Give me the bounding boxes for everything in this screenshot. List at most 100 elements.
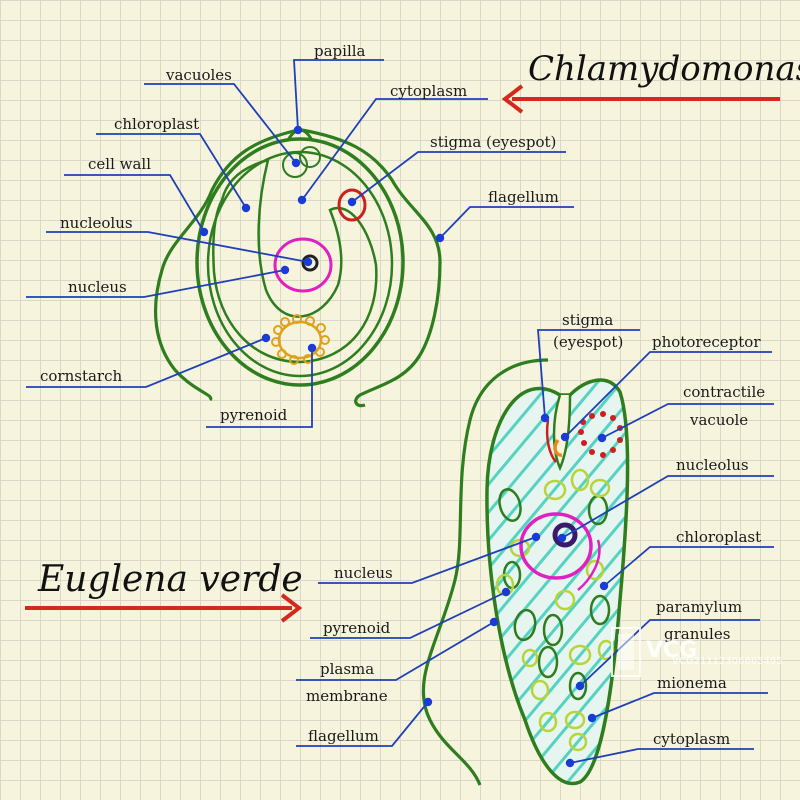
leader-eug-photoreceptor — [564, 351, 772, 438]
chlamy-chloroplast — [212, 158, 378, 364]
leader-dot-eug-stigma — [540, 413, 550, 423]
euglena-nucleolus — [552, 522, 578, 548]
leader-dot-eug-contractile — [597, 433, 607, 443]
chlamydomonas-cell — [153, 128, 442, 408]
euglena-label-eyespot: (eyespot) — [553, 333, 624, 351]
euglena-label-plasma: plasma — [320, 660, 375, 678]
chlamy-label-pyrenoid: pyrenoid — [220, 406, 288, 424]
leader-dot-eug-mionema — [587, 713, 597, 723]
leader-chloroplast — [96, 133, 247, 209]
leader-eug-nucleolus — [561, 475, 774, 539]
leader-pyrenoid — [206, 348, 313, 428]
euglena-chloroplasts — [498, 488, 611, 701]
leader-dot-eug-photoreceptor — [560, 432, 570, 442]
leader-cytoplasm — [301, 98, 488, 201]
leader-eug-mionema — [591, 692, 768, 719]
leader-papilla — [293, 59, 384, 131]
leader-dot-flagellum — [435, 233, 445, 243]
leader-eug-paramylum — [579, 619, 760, 687]
euglena-mionema — [577, 539, 601, 591]
leader-dot-eug-flagellum — [423, 697, 433, 707]
euglena-label-membrane: membrane — [306, 687, 388, 705]
chlamy-label-vacuoles: vacuoles — [166, 66, 232, 84]
chlamy-label-papilla: papilla — [314, 42, 366, 60]
chlamy-cell-inner — [206, 150, 394, 378]
chlamy-label-cytoplasm: cytoplasm — [390, 82, 468, 100]
leader-nucleolus — [46, 231, 309, 263]
leader-dot-nucleolus — [303, 257, 313, 267]
chlamy-label-cell-wall: cell wall — [88, 155, 152, 173]
euglena-label-photoreceptor: photoreceptor — [652, 333, 761, 351]
chlamy-label-chloroplast: chloroplast — [114, 115, 200, 133]
chlamy-label-stigma: stigma (eyespot) — [430, 133, 557, 151]
euglena-label-contractile: contractile — [683, 383, 766, 401]
leader-dot-eug-pyrenoid — [501, 587, 511, 597]
watermark-logo — [611, 627, 641, 677]
watermark-logo-text: VCG — [646, 638, 698, 663]
euglena-arrow — [25, 593, 303, 623]
chlamy-nucleus — [273, 237, 333, 293]
euglena-label-nucleus: nucleus — [334, 564, 393, 582]
leader-eug-stigma — [537, 329, 640, 419]
leader-dot-eug-plasma — [489, 617, 499, 627]
euglena-label-stigma: stigma — [562, 311, 614, 329]
leader-dot-papilla — [293, 125, 303, 135]
leader-eug-nucleus — [318, 536, 537, 584]
leader-nucleus — [26, 269, 286, 298]
leader-dot-stigma — [347, 197, 357, 207]
chlamy-cornstarch-granules — [271, 314, 330, 365]
chlamy-flagellum-left — [153, 128, 299, 402]
chlamy-label-nucleus: nucleus — [68, 278, 127, 296]
chlamydomonas-arrow — [501, 84, 780, 114]
euglena-gullet — [552, 394, 572, 472]
chlamy-vacuole-1 — [282, 152, 308, 178]
watermark-id: VCG21112306665495 — [672, 656, 783, 667]
euglena-label-vacuole: vacuole — [690, 411, 749, 429]
euglena-label-mionema: mionema — [657, 674, 727, 692]
leader-dot-eug-nucleus — [531, 532, 541, 542]
leader-eug-pyrenoid — [310, 591, 507, 639]
euglena-label-flagellum: flagellum — [308, 727, 379, 745]
leader-cornstarch — [26, 337, 267, 388]
leader-eug-cytoplasm — [569, 748, 754, 764]
euglena-cell — [421, 358, 630, 786]
euglena-plasma-membrane — [485, 378, 630, 786]
chlamy-flagellum-right — [301, 128, 442, 408]
leader-dot-cytoplasm — [297, 195, 307, 205]
chlamy-label-cornstarch: cornstarch — [40, 367, 123, 385]
chlamy-label-flagellum: flagellum — [488, 188, 559, 206]
leader-dot-vacuoles — [291, 158, 301, 168]
leader-dot-nucleus — [280, 265, 290, 275]
leader-eug-chloroplast — [603, 546, 774, 587]
leader-dots — [199, 125, 609, 768]
chlamydomonas-title: Chlamydomonas — [528, 49, 800, 89]
leader-dot-eug-cytoplasm — [565, 758, 575, 768]
leader-vacuoles — [144, 83, 297, 164]
euglena-label-granules: granules — [664, 625, 731, 643]
chlamy-vacuole-2 — [299, 146, 321, 168]
leader-dot-eug-chloroplast — [599, 581, 609, 591]
euglena-reservoir — [545, 419, 557, 463]
leader-lines — [26, 59, 774, 764]
chlamy-cell-wall — [195, 137, 405, 387]
euglena-label-cytoplasm: cytoplasm — [653, 730, 731, 748]
chlamy-label-nucleolus: nucleolus — [60, 214, 133, 232]
leader-dot-eug-paramylum — [575, 681, 585, 691]
leader-dot-pyrenoid — [307, 343, 317, 353]
euglena-flagellum — [421, 358, 549, 786]
euglena-nucleus — [519, 512, 593, 580]
euglena-label-chloroplast: chloroplast — [676, 528, 762, 546]
leader-cell-wall — [64, 174, 205, 233]
leader-dot-eug-nucleolus — [557, 533, 567, 543]
chlamy-stigma — [337, 188, 367, 222]
leader-eug-plasma — [296, 621, 495, 681]
leader-dot-cell-wall — [199, 227, 209, 237]
euglena-photoreceptor — [553, 438, 563, 457]
leader-dot-chloroplast — [241, 203, 251, 213]
chlamy-nucleolus — [301, 254, 319, 272]
leader-dot-cornstarch — [261, 333, 271, 343]
euglena-label-pyrenoid: pyrenoid — [323, 619, 391, 637]
leader-stigma — [351, 151, 566, 203]
